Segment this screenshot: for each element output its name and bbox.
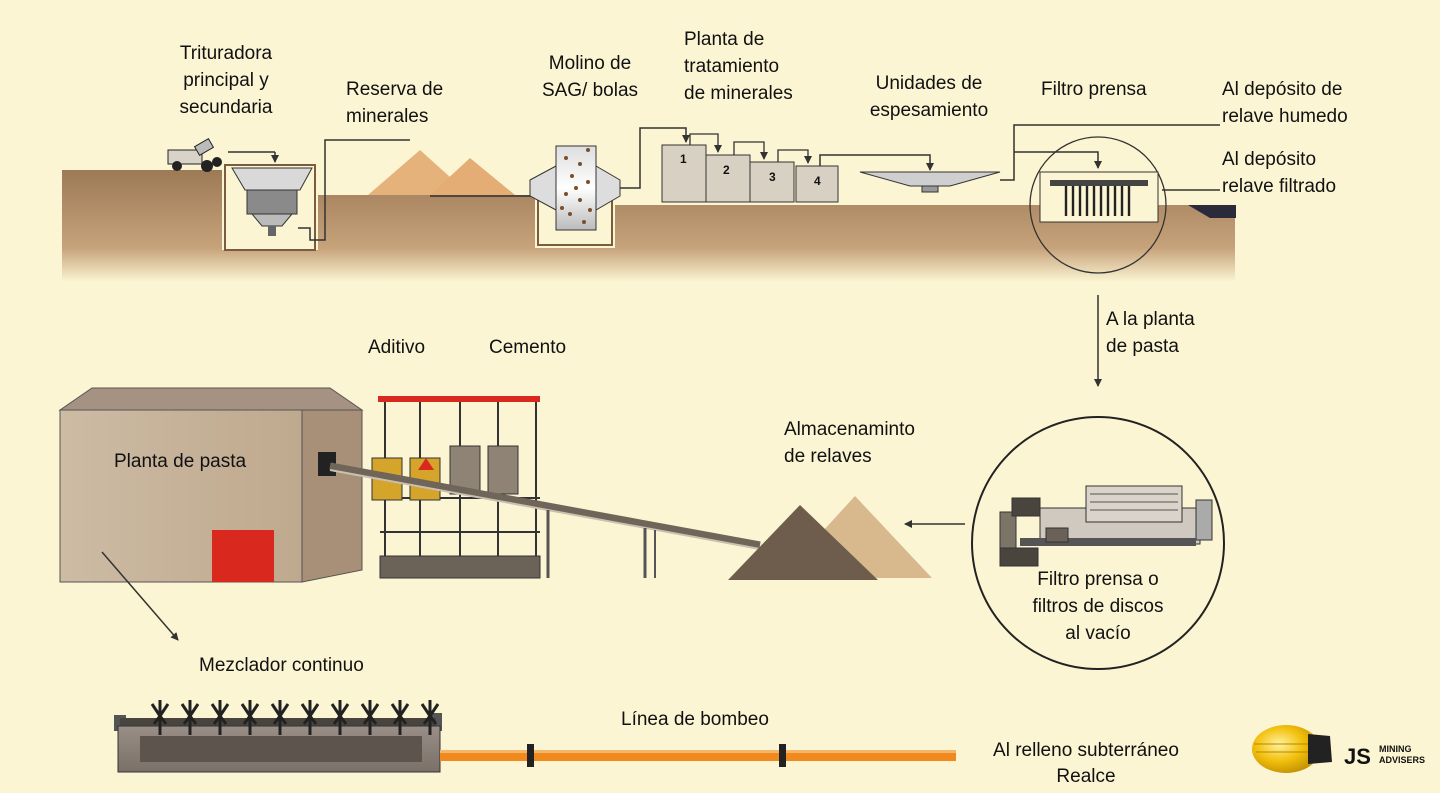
disc-filter-detail <box>971 416 1225 670</box>
label-aditivo: Aditivo <box>368 337 426 358</box>
silo-structure <box>371 396 541 579</box>
mixer-paddle <box>270 700 290 735</box>
label-relleno: Al relleno subterráneo Realce <box>993 740 1179 787</box>
label-planta-pasta: Planta de pasta <box>114 451 247 472</box>
ore-stockpile-icon <box>430 158 515 195</box>
label-cemento: Cemento <box>489 337 567 358</box>
sag-mill-icon <box>529 145 621 231</box>
mixer-paddle <box>240 700 260 735</box>
mixer-paddle <box>300 700 320 735</box>
flow-arrow-diag <box>101 551 179 641</box>
label-deposito-filtrado: Al depósito relave filtrado <box>1222 149 1337 197</box>
flow-arrow <box>1014 151 1102 169</box>
label-mezclador: Mezclador continuo <box>199 655 364 676</box>
tailings-deposit-icon <box>1188 205 1236 218</box>
mixer-paddle <box>360 700 380 735</box>
logo-subtitle: MINING ADVISERS <box>1379 744 1425 766</box>
label-reserva-minerales: Reserva de minerales <box>346 79 444 127</box>
mixer-paddle <box>330 700 350 735</box>
mixer-paddle <box>420 700 440 735</box>
tank-number-4: 4 <box>814 174 821 188</box>
flow-line <box>298 139 410 241</box>
ground-profile <box>62 170 1235 282</box>
filter-press-detail <box>1029 136 1167 274</box>
label-a-planta-pasta: A la planta de pasta <box>1106 309 1195 357</box>
tank-number-3: 3 <box>769 170 776 184</box>
mixer-blades <box>150 700 440 735</box>
label-almacenamiento: Almacenaminto de relaves <box>784 419 915 467</box>
tailings-pile-icon <box>728 505 878 580</box>
label-filtro-discos: Filtro prensa o filtros de discos al vac… <box>1032 569 1164 644</box>
mixer-paddle <box>180 700 200 735</box>
label-planta-tratamiento: Planta de tratamiento de minerales <box>684 29 793 104</box>
plant-door <box>212 530 274 582</box>
label-filtro-prensa: Filtro prensa <box>1041 79 1147 100</box>
logo-line1: MINING <box>1379 744 1412 754</box>
haul-truck-icon <box>167 137 222 172</box>
paste-plant-building <box>58 387 364 583</box>
tank-number-2: 2 <box>723 163 730 177</box>
thickener-icon <box>859 171 1001 193</box>
pipeline <box>440 744 956 767</box>
mixer-paddle <box>210 700 230 735</box>
conveyor-belt <box>329 462 761 578</box>
label-deposito-humedo: Al depósito de relave humedo <box>1222 79 1348 127</box>
logo-initials: JS <box>1344 744 1371 769</box>
treatment-tanks-icon <box>661 133 839 203</box>
flow-arrow <box>819 154 934 171</box>
flow-arrow <box>620 127 690 189</box>
mixer-paddle <box>390 700 410 735</box>
logo-line2: ADVISERS <box>1379 755 1426 765</box>
label-molino: Molino de SAG/ bolas <box>541 53 639 101</box>
mixer-paddle <box>150 700 170 735</box>
label-trituradora: Trituradora principal y secundaria <box>179 43 273 118</box>
crusher-icon <box>231 167 313 236</box>
js-mining-logo <box>1252 725 1332 773</box>
label-espesamiento: Unidades de espesamiento <box>869 73 989 121</box>
tank-number-1: 1 <box>680 152 687 166</box>
label-linea-bombeo: Línea de bombeo <box>621 709 769 730</box>
